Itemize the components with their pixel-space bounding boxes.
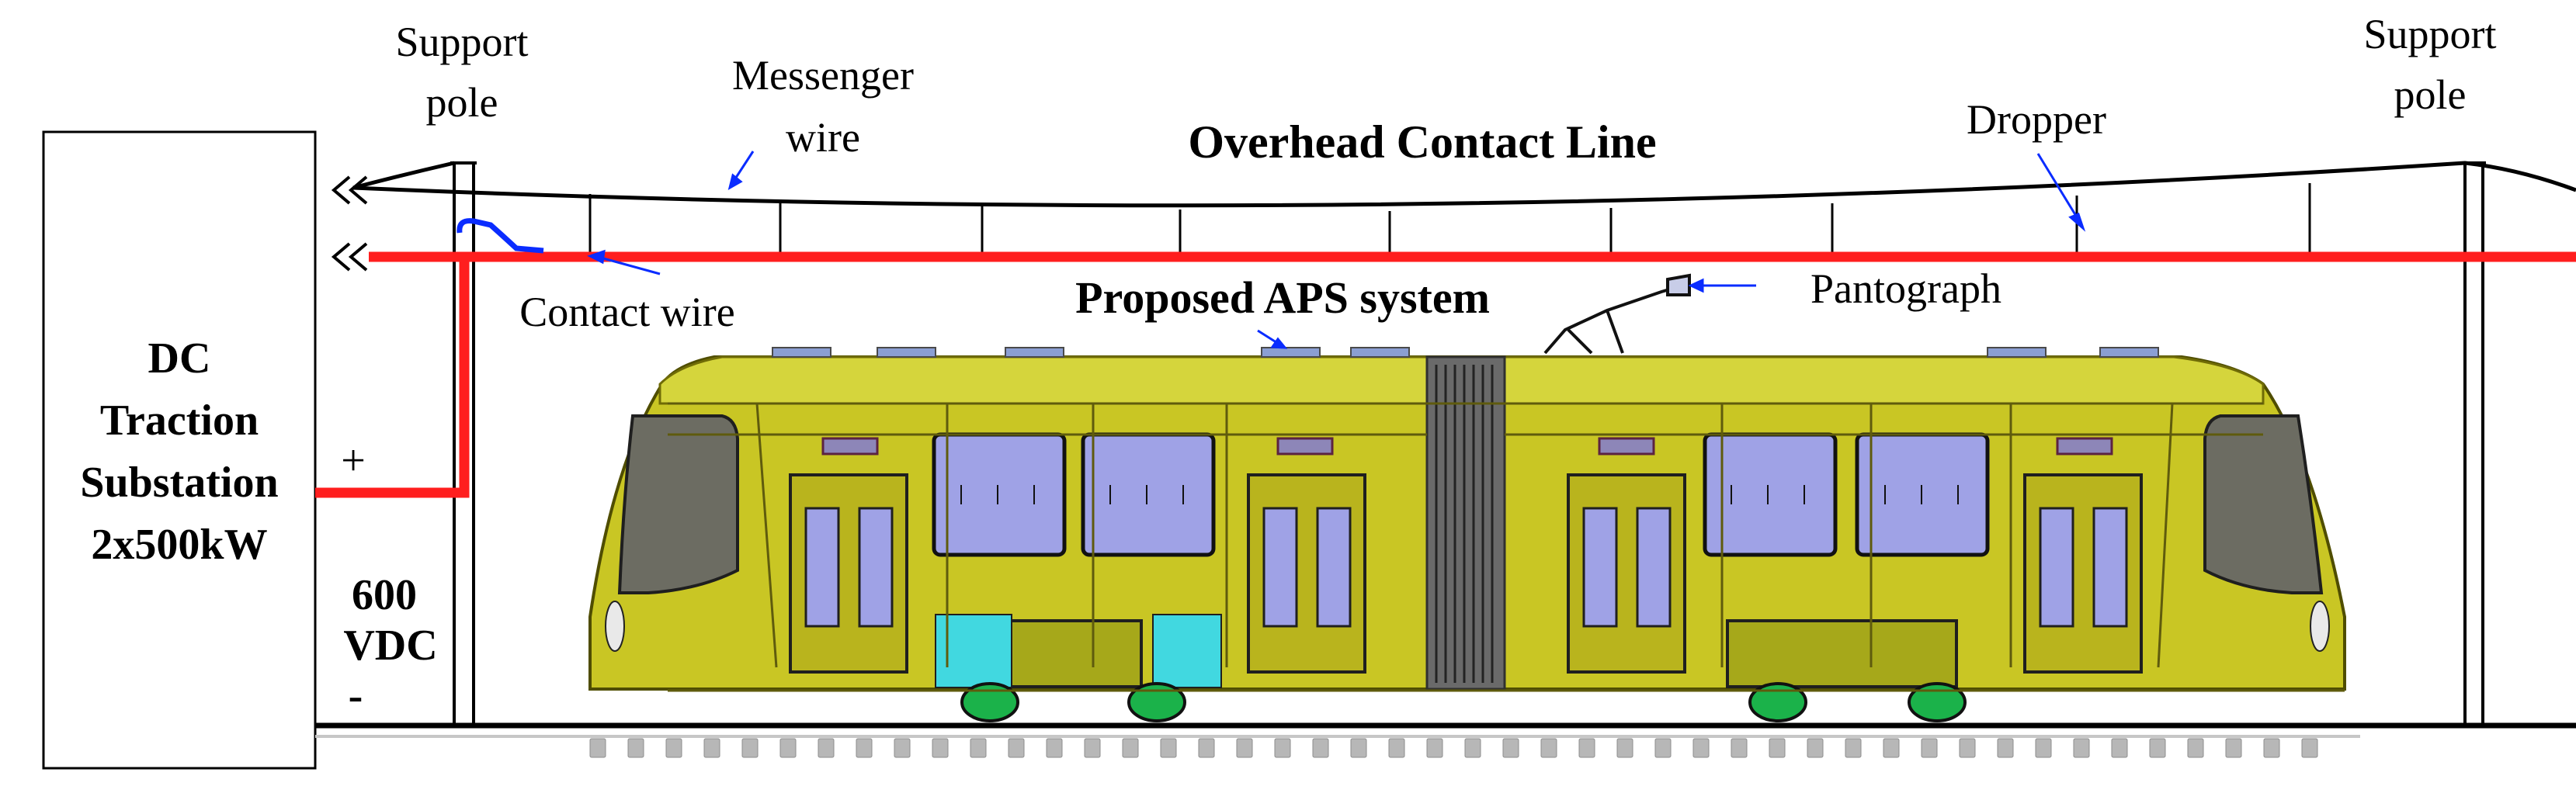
track-sleeper [1692, 738, 1710, 758]
track-sleeper [1807, 738, 1824, 758]
aps-arrow-icon [1270, 337, 1288, 349]
messenger-wire [352, 161, 2576, 208]
dropper-arrow-line [2036, 153, 2082, 224]
left-support-pole-label-line-1: Support [395, 19, 528, 65]
right-support-pole-label-line-2: pole [2394, 71, 2467, 118]
tram-door-windows [804, 507, 2128, 628]
track-sleeper [1769, 738, 1786, 758]
tram [588, 273, 2346, 722]
contact-wire-arrow-icon [587, 249, 606, 265]
track-sleeper [627, 738, 644, 758]
overhead-contact-line-label: Overhead Contact Line [1188, 116, 1656, 168]
track-sleeper [1198, 738, 1215, 758]
track-sleeper [2073, 738, 2090, 758]
track-sleeper [1312, 738, 1329, 758]
substation-label-line-4: 2x500kW [91, 521, 267, 569]
track-sleeper [1274, 738, 1291, 758]
track-sleeper [779, 738, 797, 758]
track-sleeper [1008, 738, 1025, 758]
tram-panel-lines [668, 402, 2345, 692]
track-sleeper [1160, 738, 1177, 758]
voltage-label-line-1: 600 [352, 571, 417, 619]
pantograph [1543, 273, 1691, 355]
tram-lights [605, 601, 2330, 652]
dropper-label: Dropper [1967, 96, 2106, 143]
pantograph-label: Pantograph [1810, 265, 2001, 312]
track-sleeper [1921, 738, 1938, 758]
tram-rear-window [2203, 414, 2324, 594]
tram-roof-boxes [772, 347, 2159, 358]
track-sleeper [1616, 738, 1633, 758]
proposed-aps-system-label: Proposed APS system [1075, 272, 1490, 323]
substation-label-line-2: Traction [100, 397, 259, 445]
track-sleeper [1731, 738, 1748, 758]
track-sleeper [1997, 738, 2014, 758]
negative-terminal-label: - [349, 672, 363, 720]
support-bracket-blue [457, 218, 544, 254]
track-sleeper [703, 738, 720, 758]
messenger-wire-arrow-icon [727, 173, 743, 191]
track-sleeper [932, 738, 949, 758]
track-sleeper [1578, 738, 1595, 758]
annotation-arrows [587, 151, 2086, 349]
substation-label-line-1: DC [148, 334, 211, 383]
track-sleeper [970, 738, 987, 758]
track-sleeper [1388, 738, 1405, 758]
track-sleeper [1236, 738, 1253, 758]
positive-feeder-cable [315, 257, 470, 498]
left-support-pole-label-line-2: pole [426, 79, 498, 126]
messenger-wire-left-end [352, 161, 455, 190]
dropper-arrow-icon [2068, 213, 2086, 232]
track-sleeper [2149, 738, 2166, 758]
tram-articulation-lines [1435, 365, 1494, 683]
track-sleeper [1845, 738, 1862, 758]
tram-window-handles [960, 485, 1959, 504]
track-sleeper [1654, 738, 1672, 758]
tram-passenger-windows [932, 432, 1990, 557]
track-sleeper [1046, 738, 1063, 758]
track-sleeper [1426, 738, 1443, 758]
track-sleeper [589, 738, 606, 758]
positive-terminal-label: + [341, 437, 366, 485]
track-sleeper [741, 738, 759, 758]
substation-label-line-3: Substation [80, 459, 278, 507]
track-sleeper [1122, 738, 1139, 758]
track-sleeper [2187, 738, 2204, 758]
contact-wire-terminal-icon [331, 242, 368, 272]
track-sleeper [1959, 738, 1976, 758]
tram-wheels [960, 682, 1967, 722]
voltage-label-line-2: VDC [343, 622, 437, 670]
track-sleeper [2301, 738, 2318, 758]
tram-destination-signs [821, 437, 2113, 455]
contact-wire-label: Contact wire [519, 289, 734, 335]
track-sleepers [589, 738, 2318, 758]
track-sleeper [1883, 738, 1900, 758]
pantograph-arrow-icon [1688, 278, 1704, 293]
droppers [588, 183, 2311, 256]
track-sleeper [2035, 738, 2052, 758]
messenger-wire-terminal-icon [331, 175, 368, 205]
dc-traction-substation-box [42, 130, 317, 770]
right-support-pole-label-line-1: Support [2363, 11, 2496, 57]
track-sleeper [2263, 738, 2280, 758]
track-sleeper [665, 738, 682, 758]
track-sleeper [2225, 738, 2242, 758]
tram-front-window [617, 414, 739, 594]
track-sleeper [894, 738, 911, 758]
track-sleeper [1502, 738, 1519, 758]
messenger-wire-label-line-2: wire [786, 114, 860, 161]
track-sleeper [1084, 738, 1101, 758]
track-sleeper [1350, 738, 1367, 758]
track-sleeper [856, 738, 873, 758]
messenger-wire-label-line-1: Messenger [732, 52, 914, 99]
contact-wire-arrow-line [597, 255, 661, 275]
track-sleeper [818, 738, 835, 758]
track-sleeper [1464, 738, 1481, 758]
track-sleeper [2111, 738, 2128, 758]
track-sleeper [1540, 738, 1557, 758]
